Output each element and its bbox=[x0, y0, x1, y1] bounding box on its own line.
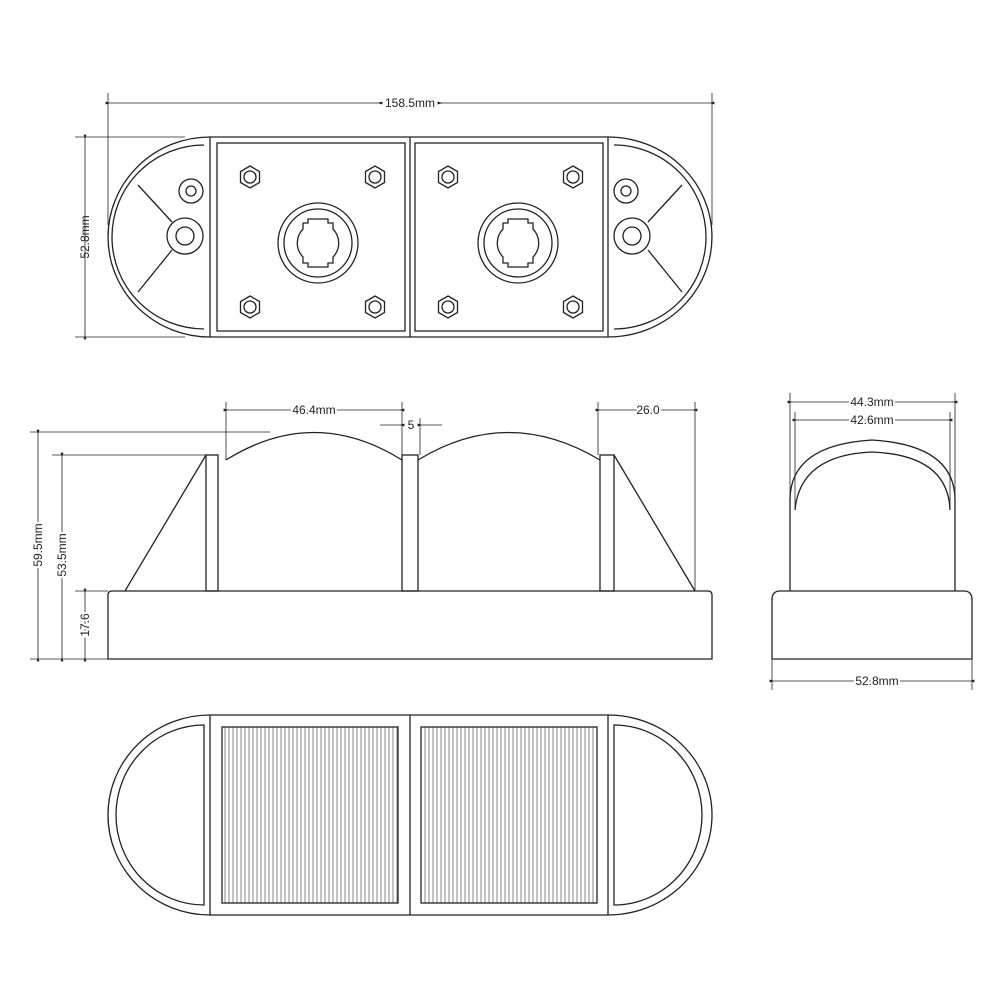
front-view: 46.4mm 5 26.0 59.5mm 53.5mm 17.6 bbox=[29, 401, 713, 662]
dim-base-height: 17.6 bbox=[78, 613, 92, 637]
side-view: 44.3mm 42.6mm 52.8mm bbox=[769, 393, 975, 690]
dim-end-offset: 26.0 bbox=[636, 403, 660, 417]
dim-side-inner-width: 42.6mm bbox=[850, 413, 893, 427]
dim-dome-width: 46.4mm bbox=[292, 403, 335, 417]
lens-panel-right bbox=[420, 726, 598, 904]
dim-total-height: 59.5mm bbox=[31, 523, 45, 566]
dim-side-outer-width: 44.3mm bbox=[850, 395, 893, 409]
dim-side-base-width: 52.8mm bbox=[855, 674, 898, 688]
bottom-view bbox=[107, 714, 713, 916]
dim-overall-length: 158.5mm bbox=[385, 96, 435, 110]
dim-gap: 5 bbox=[408, 418, 415, 432]
dim-top-width: 52.8mm bbox=[78, 215, 92, 258]
top-view: 158.5mm 52.8mm bbox=[75, 93, 715, 340]
lens-panel-left bbox=[221, 726, 399, 904]
dim-post-height: 53.5mm bbox=[55, 533, 69, 576]
